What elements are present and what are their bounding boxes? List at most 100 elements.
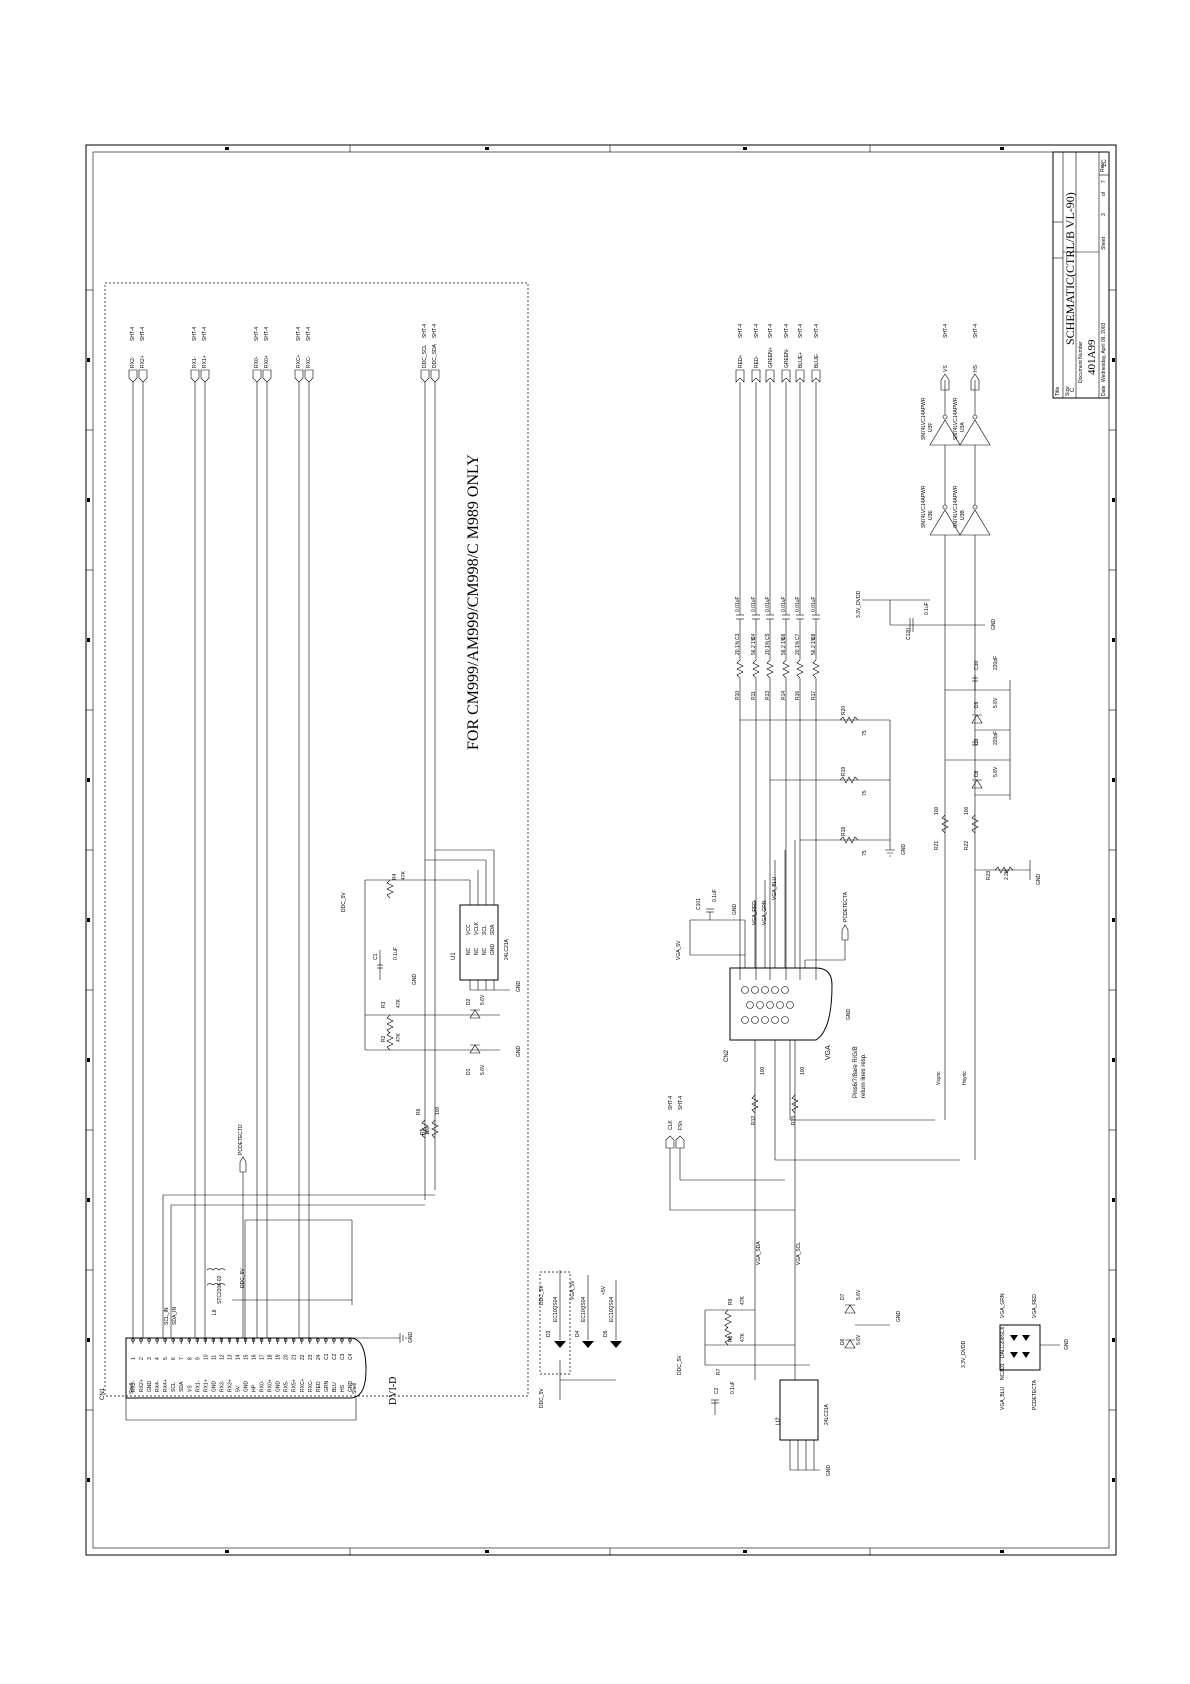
vga-pin xyxy=(761,1016,769,1024)
dvi-connector-cn1: CN1 DVI-D Shell Shell RX2-1RX2+2GND3RX4-… xyxy=(100,1337,399,1421)
dvi-pin xyxy=(139,1338,143,1342)
dvi-pin xyxy=(340,1338,344,1342)
tmds-wires xyxy=(132,382,436,1338)
svg-text:SHT-4: SHT-4 xyxy=(140,327,146,341)
vga-ddc-section: U2 24LC21A GND R9 47K R8 47K R7 DDC_5V C… xyxy=(677,1289,902,1476)
svg-text:HS: HS xyxy=(973,364,979,372)
svg-text:47K: 47K xyxy=(740,1295,746,1305)
svg-text:CN2: CN2 xyxy=(724,1049,730,1062)
svg-text:220pF: 220pF xyxy=(993,656,999,670)
dvi-pin-label: RX5+ xyxy=(292,1379,298,1392)
rgb-net-label: RED- xyxy=(754,355,760,368)
dvi-pin xyxy=(316,1338,320,1342)
svg-text:+5V: +5V xyxy=(601,1285,607,1295)
svg-text:SHT-4: SHT-4 xyxy=(943,324,949,338)
svg-text:RX0-: RX0- xyxy=(254,356,260,368)
svg-text:SN74LVC14APWR: SN74LVC14APWR xyxy=(921,397,927,440)
svg-text:GND: GND xyxy=(1036,874,1042,886)
svg-text:24LC21A: 24LC21A xyxy=(824,1403,830,1425)
dvi-pin-number: 13 xyxy=(227,1354,233,1360)
svg-text:R3: R3 xyxy=(381,1001,387,1008)
dvi-pin-number: 8 xyxy=(187,1357,193,1360)
svg-text:VGA_BLU: VGA_BLU xyxy=(1000,1387,1006,1410)
dvi-pin xyxy=(324,1338,328,1342)
dvi-pin-number: 9 xyxy=(195,1357,201,1360)
dvi-pin xyxy=(195,1338,199,1342)
svg-text:SHT-4: SHT-4 xyxy=(432,324,438,338)
svg-text:R6: R6 xyxy=(416,1108,422,1115)
svg-text:PCDETECTA: PCDETECTA xyxy=(1032,1379,1038,1410)
svg-text:GND: GND xyxy=(516,981,522,993)
dvi-pin-number: 16 xyxy=(252,1354,258,1360)
svg-text:R4: R4 xyxy=(392,873,398,880)
svg-text:VCC: VCC xyxy=(466,924,472,935)
svg-text:GND: GND xyxy=(826,1465,832,1477)
rgb-net-sheet: SHT-4 xyxy=(738,324,744,338)
svg-text:GND: GND xyxy=(846,1009,852,1021)
svg-text:R21: R21 xyxy=(934,841,940,850)
svg-text:D6: D6 xyxy=(840,1338,846,1345)
dvi-pin-number: 15 xyxy=(244,1354,250,1360)
dvi-pin-label: VS xyxy=(187,1385,193,1392)
svg-text:Shell: Shell xyxy=(352,1383,358,1394)
svg-text:5.6V: 5.6V xyxy=(856,1289,862,1300)
svg-text:220pF: 220pF xyxy=(993,731,999,745)
vga-pin xyxy=(776,1001,784,1009)
vga-pin xyxy=(746,1001,754,1009)
svg-text:100: 100 xyxy=(425,1126,431,1135)
dvi-pin-label: RX4- xyxy=(155,1380,161,1392)
svg-text:PCDETECTA: PCDETECTA xyxy=(843,891,849,922)
resistor-value: 56.2 1% xyxy=(811,636,817,655)
dvi-pin-number: 24 xyxy=(316,1354,322,1360)
capacitor-value: 0.01uF xyxy=(751,596,757,612)
svg-text:VGA_SCL: VGA_SCL xyxy=(796,1242,802,1265)
svg-text:R7: R7 xyxy=(716,1368,722,1375)
resistor-ref: R17 xyxy=(811,691,817,700)
svg-text:CLK: CLK xyxy=(668,1120,674,1130)
svg-text:D9: D9 xyxy=(974,701,980,708)
svg-text:GND: GND xyxy=(901,844,907,856)
svg-text:SHT-4: SHT-4 xyxy=(130,327,136,341)
svg-text:SHT-4: SHT-4 xyxy=(254,327,260,341)
svg-text:GND: GND xyxy=(991,619,997,631)
svg-text:DDC_5V: DDC_5V xyxy=(539,1388,545,1408)
svg-text:D2: D2 xyxy=(466,998,472,1005)
capacitor-value: 0.01uF xyxy=(811,596,817,612)
svg-text:100: 100 xyxy=(435,1106,441,1115)
vga-pin xyxy=(766,1001,774,1009)
dvi-pin-label: GND xyxy=(244,1381,250,1393)
svg-text:DALC208SC6: DALC208SC6 xyxy=(1000,1326,1006,1358)
svg-text:VS: VS xyxy=(943,365,949,372)
dvi-pin-number: 4 xyxy=(155,1357,161,1360)
dvi-pin xyxy=(219,1338,224,1342)
dvi-pin xyxy=(203,1338,208,1342)
dvi-pin-number: C2 xyxy=(332,1353,338,1360)
dvi-pin-number: 17 xyxy=(260,1354,266,1360)
dvi-pin-number: C1 xyxy=(324,1353,330,1360)
svg-text:VGA_GRN: VGA_GRN xyxy=(1000,1293,1006,1318)
svg-text:GND: GND xyxy=(490,944,496,956)
vga-pin xyxy=(786,1001,794,1009)
capacitor-ref: C3 xyxy=(735,633,741,640)
svg-text:U3E: U3E xyxy=(928,510,934,520)
svg-text:DDC_5V: DDC_5V xyxy=(539,1285,545,1305)
doc-number-label: Document Number xyxy=(1078,341,1084,383)
svg-text:100: 100 xyxy=(800,1066,806,1075)
dvi-pin xyxy=(187,1338,191,1342)
svg-text:PCDETECTD: PCDETECTD xyxy=(238,1124,244,1155)
svg-text:75: 75 xyxy=(862,790,868,796)
svg-text:RX1-: RX1- xyxy=(192,356,198,368)
svg-text:RX0+: RX0+ xyxy=(264,355,270,368)
svg-text:GND: GND xyxy=(732,904,738,916)
svg-text:DDC_SDA: DDC_SDA xyxy=(432,343,438,368)
dvi-pin-label: RXC- xyxy=(308,1379,314,1392)
dvi-pin-number: 23 xyxy=(308,1354,314,1360)
dvi-pin-number: 22 xyxy=(300,1354,306,1360)
svg-text:NC: NC xyxy=(482,947,488,955)
svg-text:C9: C9 xyxy=(974,738,980,745)
dvi-pin-label: HP xyxy=(252,1384,258,1392)
svg-text:NC: NC xyxy=(466,947,472,955)
svg-text:SHT-4: SHT-4 xyxy=(668,1096,674,1110)
resistor-value: 20 1% xyxy=(795,640,801,655)
